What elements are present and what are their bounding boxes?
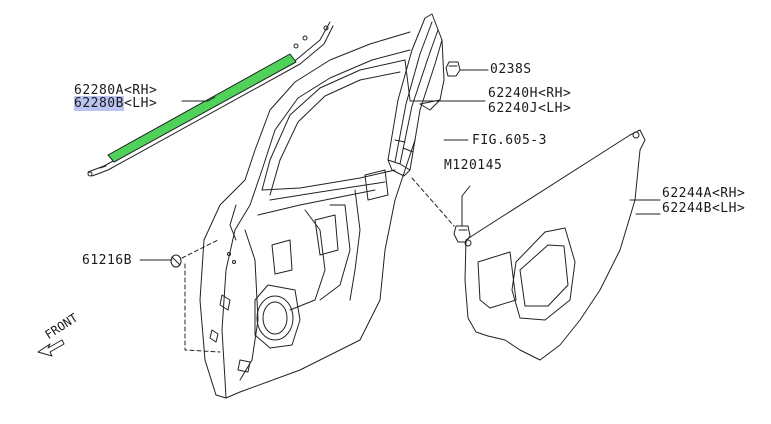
label-0238s: 0238S bbox=[490, 62, 532, 77]
label-62280b-side: <LH> bbox=[123, 96, 158, 111]
sealing-cover-62244 bbox=[464, 129, 646, 361]
bolt-m120145 bbox=[411, 177, 471, 243]
clip-61216b bbox=[170, 239, 221, 353]
beltline-molding-62280 bbox=[87, 21, 334, 177]
label-62244a: 62244A<RH> bbox=[662, 186, 746, 201]
label-61216b: 61216B bbox=[82, 253, 132, 268]
rear-door-panel bbox=[199, 31, 416, 399]
label-62244b: 62244B<LH> bbox=[662, 201, 746, 216]
label-fig-reference: FIG.605-3 bbox=[472, 133, 547, 148]
label-62280a: 62280A<RH> bbox=[74, 83, 158, 98]
front-arrow-icon bbox=[37, 339, 65, 357]
label-62280b: 62280B<LH> bbox=[74, 96, 157, 111]
beltline-molding-highlight bbox=[107, 53, 297, 163]
label-m120145: M120145 bbox=[444, 158, 503, 173]
bolt-0238s bbox=[445, 61, 489, 77]
label-62280b-code: 62280B bbox=[74, 96, 124, 111]
label-62240h: 62240H<RH> bbox=[488, 86, 572, 101]
label-62240j: 62240J<LH> bbox=[488, 101, 572, 116]
door-sash-channel-62240 bbox=[387, 13, 445, 177]
